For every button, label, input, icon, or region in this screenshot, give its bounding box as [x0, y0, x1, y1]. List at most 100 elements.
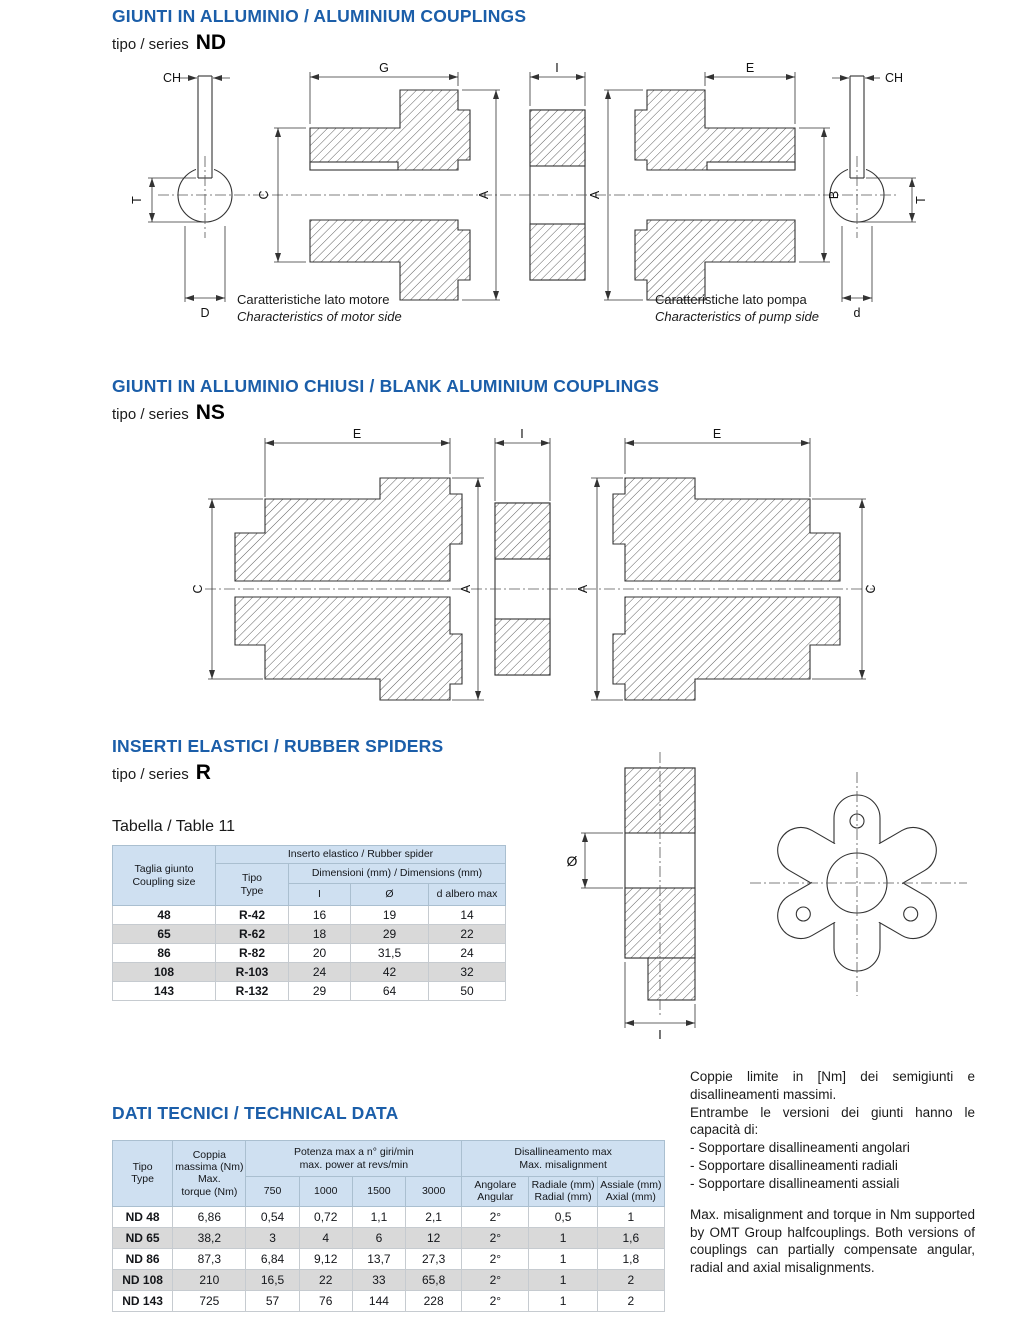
axial-cell: 2 — [596, 1268, 666, 1291]
note-paragraph: Entrambe le versioni dei giunti hanno le… — [690, 1104, 975, 1138]
table-row: ND 65 38,2 3 4 6 12 2° 1 1,6 — [111, 1226, 666, 1249]
note-list-item: - Sopportare disallineamenti angolari — [690, 1140, 910, 1156]
nd-dimension-annotations: CH T D G C A I — [130, 61, 928, 320]
series-name-r: R — [195, 761, 211, 784]
dim-label-d-motor: D — [200, 306, 209, 320]
dim-i-cell: 24 — [288, 962, 351, 982]
series-prefix-r: tipo / series — [112, 766, 189, 783]
rubber-spider-table: Taglia giunto Coupling size Inserto elas… — [112, 845, 507, 1001]
t11-header-coupling-size: Taglia giunto Coupling size — [112, 845, 216, 906]
axis-centerlines — [158, 156, 896, 238]
tech-header-1000: 1000 — [298, 1176, 353, 1207]
tech-header-power-it: Potenza max a n° giri/min — [293, 1146, 414, 1159]
power-3000-cell: 12 — [405, 1226, 463, 1249]
power-1000-cell: 0,72 — [298, 1205, 353, 1228]
tech-header-750: 750 — [245, 1176, 300, 1207]
caption-motor-en: Characteristics of motor side — [237, 308, 402, 324]
technical-data-table: Tipo Type Coppia massima (Nm) Max. torqu… — [111, 1140, 666, 1312]
series-line-r: tipo / series R — [112, 761, 211, 785]
shaft-max-cell: 32 — [427, 962, 507, 982]
tech-header-torque-2: torque (Nm) — [181, 1185, 238, 1198]
shaft-max-cell: 24 — [427, 943, 507, 963]
axial-cell: 2 — [596, 1289, 666, 1312]
power-1500-cell: 33 — [351, 1268, 407, 1291]
power-1000-cell: 76 — [298, 1289, 353, 1312]
coupling-type-cell: ND 86 — [111, 1247, 174, 1270]
table-row: ND 86 87,3 6,84 9,12 13,7 27,3 2° 1 1,8 — [111, 1247, 666, 1270]
angular-cell: 2° — [461, 1268, 530, 1291]
dim-label-a-pump: A — [588, 190, 602, 199]
t11-header-shaft-max: d albero max — [427, 883, 507, 906]
dim-i-cell: 20 — [288, 943, 351, 963]
tech-header-power-group: Potenza max a n° giri/min max. power at … — [245, 1140, 463, 1177]
dim-label-c: C — [257, 190, 271, 199]
dim-label-t-right: T — [914, 196, 928, 204]
section-title-ns: GIUNTI IN ALLUMINIO CHIUSI / BLANK ALUMI… — [112, 376, 660, 396]
tech-header-rad-en: Radial (mm) — [534, 1191, 592, 1204]
tech-header-coppia-2: massima (Nm) — [175, 1161, 244, 1173]
note-paragraph: Max. misalignment and torque in Nm suppo… — [690, 1206, 975, 1276]
dim-label-t-left: T — [130, 196, 144, 204]
t11-header-insert-group: Inserto elastico / Rubber spider — [214, 845, 507, 864]
spider-lobe-hole — [795, 906, 811, 922]
angular-cell: 2° — [461, 1205, 530, 1228]
radial-cell: 1 — [528, 1247, 598, 1270]
dim-diameter-cell: 64 — [350, 981, 429, 1001]
dim-label-a-motor: A — [477, 190, 491, 199]
ns-spider-section — [494, 502, 551, 676]
tech-header-radial: Radiale (mm) Radial (mm) — [528, 1176, 598, 1207]
table-row: 65 R-62 18 29 22 — [112, 924, 507, 944]
coupling-type-cell: ND 48 — [111, 1205, 174, 1228]
spider-type-cell: R-103 — [215, 962, 289, 982]
tech-header-1500: 1500 — [351, 1176, 407, 1207]
angular-cell: 2° — [461, 1247, 530, 1270]
spider-crosshair-centerlines — [750, 772, 967, 996]
dim-diameter-cell: 29 — [350, 924, 429, 944]
dim-label-a-right: A — [576, 584, 590, 593]
dim-label-i: I — [658, 1028, 661, 1042]
dim-label-b: B — [827, 191, 841, 199]
notes-block: Coppie limite in [Nm] dei semigiunti e d… — [690, 1068, 975, 1277]
tech-header-rad-it: Radiale (mm) — [531, 1179, 595, 1191]
dim-label-a-left: A — [459, 584, 473, 593]
table-row: 86 R-82 20 31,5 24 — [112, 943, 507, 963]
t11-header-diameter: Ø — [350, 883, 429, 906]
tech-header-angular: Angolare Angular — [461, 1176, 530, 1207]
tech-header-row-2: 750 1000 1500 3000 Angolare Angular Radi… — [113, 1176, 666, 1207]
dim-label-i: I — [520, 428, 523, 441]
angular-cell: 2° — [461, 1226, 530, 1249]
dim-i-cell: 16 — [288, 905, 351, 925]
table11-caption: Tabella / Table 11 — [112, 818, 236, 835]
table-row: ND 108 210 16,5 22 33 65,8 2° 1 2 — [111, 1268, 666, 1291]
coupling-type-cell: ND 108 — [111, 1268, 174, 1291]
table-row: 143 R-132 29 64 50 — [112, 981, 507, 1001]
dim-label-diameter: Ø — [567, 853, 578, 869]
section-title-tech: DATI TECNICI / TECHNICAL DATA — [112, 1103, 399, 1123]
t11-header-tipo-en: Type — [240, 884, 264, 897]
dim-diameter-cell: 42 — [350, 962, 429, 982]
coupling-type-cell: ND 143 — [111, 1289, 174, 1312]
power-750-cell: 3 — [245, 1226, 300, 1249]
section-title-r: INSERTI ELASTICI / RUBBER SPIDERS — [112, 736, 444, 756]
dim-label-c-left: C — [191, 584, 205, 593]
motor-half-coupling-section — [309, 89, 471, 301]
caption-motor-it: Caratteristiche lato motore — [237, 292, 390, 307]
axial-cell: 1 — [596, 1205, 666, 1228]
note-list-item: - Sopportare disallineamenti radiali — [690, 1158, 898, 1174]
tech-header-max-torque: Coppia massima (Nm) Max. torque (Nm) — [172, 1140, 247, 1207]
tech-header-tipo-en: Type — [131, 1173, 154, 1186]
caption-pump-it: Caratteristiche lato pompa — [655, 292, 807, 307]
section-title-nd: GIUNTI IN ALLUMINIO / ALUMINIUM COUPLING… — [112, 6, 527, 26]
tech-header-misalignment-group: Disallineamento max Max. misalignment — [461, 1140, 665, 1177]
torque-cell: 87,3 — [172, 1247, 247, 1270]
t11-header-taglia-it: Taglia giunto — [134, 863, 194, 876]
tech-header-axial: Assiale (mm) Axial (mm) — [596, 1176, 666, 1207]
radial-cell: 1 — [528, 1268, 598, 1291]
spider-lobe-hole — [903, 906, 919, 922]
ns-left-half-section — [234, 477, 463, 701]
t11-header-type: Tipo Type — [215, 863, 289, 906]
tech-header-tipo-it: Tipo — [132, 1161, 153, 1173]
t11-header-row-3: I Ø d albero max — [113, 883, 507, 906]
coupling-size-cell: 108 — [112, 962, 216, 982]
